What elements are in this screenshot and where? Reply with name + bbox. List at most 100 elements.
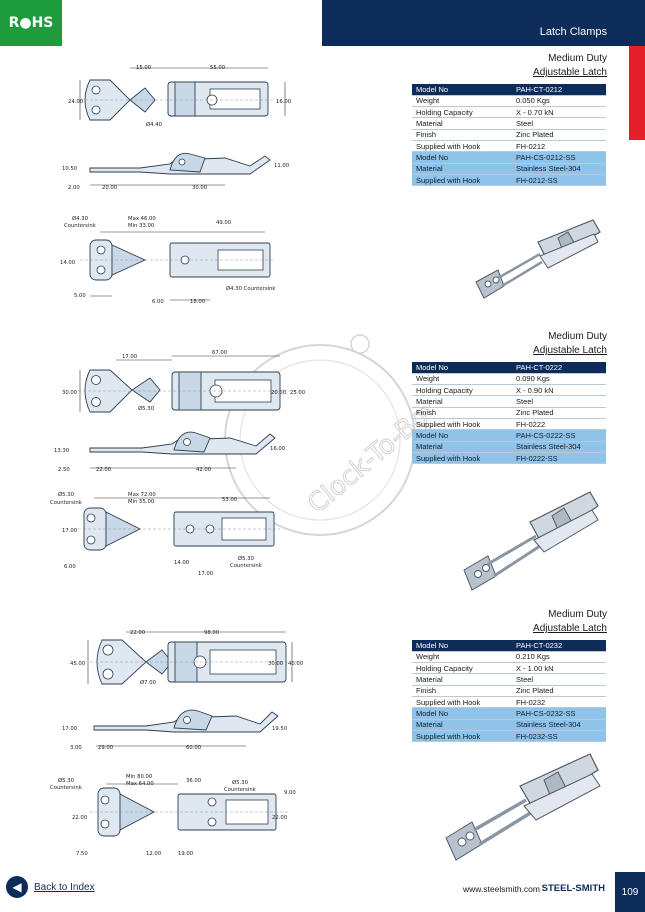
dimension-label: 67.00 [212, 350, 228, 356]
dimension-label: 7.50 [76, 851, 88, 857]
technical-drawing-3: 22.00 98.00 45.00 30.00 Ø7.00 40.00 17.0… [50, 630, 304, 857]
spec-label: Holding Capacity [412, 106, 512, 119]
dimension-label: 19.00 [178, 851, 194, 857]
bottom-view-1 [80, 231, 275, 301]
spec-value: PAH-CT-0222 [512, 362, 606, 374]
spec-value: PAH-CT-0232 [512, 640, 606, 652]
spec-value: FH-0212 [512, 140, 606, 153]
dimension-label: 15.00 [136, 65, 152, 71]
dimension-label: Countersink [224, 787, 257, 793]
block-2-duty: Medium Duty [548, 331, 607, 342]
dimension-label: 2.00 [68, 185, 80, 191]
side-view-1 [89, 152, 271, 186]
dimension-label: 13.30 [54, 448, 70, 454]
dimension-label: 20.00 [102, 185, 118, 191]
spec-label: Finish [412, 685, 512, 697]
dimension-label: Max 46.00 [128, 216, 156, 222]
dimension-label: 17.00 [62, 726, 78, 732]
top-view-3 [87, 631, 300, 685]
technical-drawing-2: 17.00 67.00 30.00 20.00 Ø5.30 25.00 13.3… [50, 350, 306, 577]
block-1-subtitle: Adjustable Latch [533, 67, 607, 78]
dimension-label: Countersink [50, 785, 83, 791]
dimension-label: 98.00 [204, 630, 220, 636]
dimension-label: 22.00 [72, 815, 88, 821]
dimension-label: 3.00 [70, 745, 82, 751]
spec-value: Zinc Plated [512, 129, 606, 141]
dimension-label: Max 64.00 [126, 781, 154, 787]
product-photo-3 [445, 753, 601, 861]
dimension-label: Min 80.00 [126, 774, 153, 780]
dimension-label: Countersink [230, 563, 263, 569]
spec-value: X - 1.00 kN [512, 662, 606, 675]
block-1-duty: Medium Duty [548, 53, 607, 64]
dimension-label: 55.00 [210, 65, 226, 71]
spec-value: Stainless Steel-304 [512, 441, 606, 453]
spec-label: Supplied with Hook [412, 696, 512, 709]
spec-value: Zinc Plated [512, 685, 606, 697]
spec-value: PAH-CS-0212-SS [512, 151, 606, 164]
dimension-label: 45.00 [70, 661, 86, 667]
dimension-label: 19.50 [272, 726, 288, 732]
dimension-label: 36.00 [186, 778, 202, 784]
dimension-label: Ø4.40 [146, 121, 163, 128]
spec-label: Model No [412, 429, 512, 442]
dimension-label: 40.00 [288, 661, 304, 667]
top-view-2 [78, 355, 300, 413]
dimension-label: Countersink [64, 223, 97, 229]
block-3-duty: Medium Duty [548, 609, 607, 620]
dimension-label: 16.00 [270, 446, 286, 452]
spec-label: Model No [412, 84, 512, 96]
dimension-label: 16.00 [276, 99, 292, 105]
spec-label: Model No [412, 707, 512, 720]
dimension-label: 14.00 [174, 560, 190, 566]
rohs-logo: R●HS [0, 0, 62, 46]
back-to-index-link[interactable]: ◀ Back to Index [6, 876, 95, 898]
dimension-label: 42.00 [196, 467, 212, 473]
spec-value: X - 0.90 kN [512, 384, 606, 397]
spec-label: Material [412, 163, 512, 175]
spec-value: 0.050 Kgs [512, 95, 606, 108]
dimension-label: 25.00 [290, 390, 306, 396]
dimension-label: 29.00 [98, 745, 114, 751]
dimension-label: 49.00 [216, 220, 232, 226]
technical-drawing-1: 15.00 55.00 24.00 16.00 Ø4.40 10.50 11.0… [60, 65, 292, 305]
page-number: 109 [615, 872, 645, 912]
side-view-3 [93, 709, 279, 747]
spec-label: Material [412, 673, 512, 686]
footer-website: www.steelsmith.com [463, 884, 540, 894]
spec-value: Stainless Steel-304 [512, 163, 606, 175]
header-band [322, 0, 645, 46]
spec-value: Steel [512, 673, 606, 686]
dimension-label: Ø7.00 [140, 679, 157, 686]
spec-value: FH-0232-SS [512, 730, 606, 743]
spec-label: Material [412, 719, 512, 731]
dimension-label: Ø5.30 [58, 777, 75, 784]
spec-label: Weight [412, 373, 512, 386]
dimension-label: 24.00 [68, 99, 84, 105]
back-to-index-label: Back to Index [34, 881, 95, 893]
dimension-label: 22.00 [96, 467, 112, 473]
block-2-subtitle: Adjustable Latch [533, 345, 607, 356]
dimension-label: 17.00 [198, 571, 214, 577]
spec-label: Material [412, 441, 512, 453]
dimension-label: 2.50 [58, 467, 70, 473]
spec-value: PAH-CS-0222-SS [512, 429, 606, 442]
dimension-label: 22.00 [130, 630, 146, 636]
spec-label: Holding Capacity [412, 662, 512, 675]
top-view-1 [79, 67, 286, 121]
dimension-label: 6.00 [64, 564, 76, 570]
